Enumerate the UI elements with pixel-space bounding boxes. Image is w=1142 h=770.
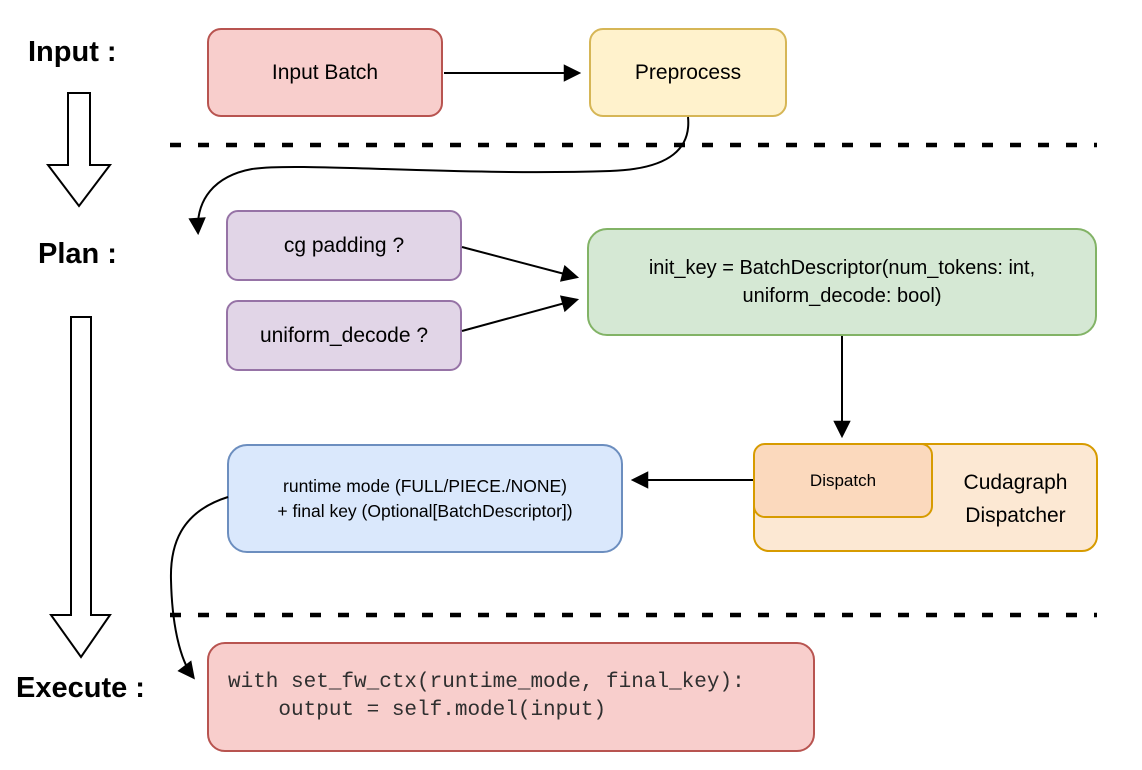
stage-label-execute: Execute :: [16, 672, 145, 704]
execute-code-box: with set_fw_ctx(runtime_mode, final_key)…: [207, 642, 815, 752]
dispatch-box: Dispatch: [753, 443, 933, 518]
runtime-mode-line1: runtime mode (FULL/PIECE./NONE): [283, 476, 567, 496]
cudagraph-dispatcher-label: Cudagraph Dispatcher: [963, 471, 1068, 527]
runtime-mode-line2: + final key (Optional[BatchDescriptor]): [277, 500, 573, 521]
runtime-mode-box: runtime mode (FULL/PIECE./NONE) + final …: [227, 444, 623, 553]
cg-padding-label: cg padding ?: [283, 233, 405, 257]
stage-label-plan: Plan :: [38, 238, 117, 270]
uniform-decode-label: uniform_decode ?: [259, 323, 429, 347]
input-batch-box: Input Batch: [207, 28, 443, 117]
arrow-cg-padding-to-init-key: [461, 246, 576, 277]
preprocess-label: Preprocess: [634, 60, 742, 84]
arrow-uniform-decode-to-init-key: [461, 300, 576, 332]
input-to-plan-block-arrow-icon: [45, 92, 113, 208]
cg-padding-box: cg padding ?: [226, 210, 462, 281]
stage-label-input: Input :: [28, 36, 117, 68]
dispatch-label: Dispatch: [809, 470, 877, 490]
init-key-line2: uniform_decode: bool): [742, 285, 942, 307]
execute-code-line2: output = self.model(input): [228, 699, 607, 722]
execute-code-line1: with set_fw_ctx(runtime_mode, final_key)…: [228, 671, 745, 694]
preprocess-box: Preprocess: [589, 28, 787, 117]
plan-to-execute-block-arrow-icon: [49, 316, 112, 659]
input-batch-label: Input Batch: [271, 60, 379, 84]
uniform-decode-box: uniform_decode ?: [226, 300, 462, 371]
init-key-line1: init_key = BatchDescriptor(num_tokens: i…: [648, 257, 1036, 279]
init-key-box: init_key = BatchDescriptor(num_tokens: i…: [587, 228, 1097, 336]
